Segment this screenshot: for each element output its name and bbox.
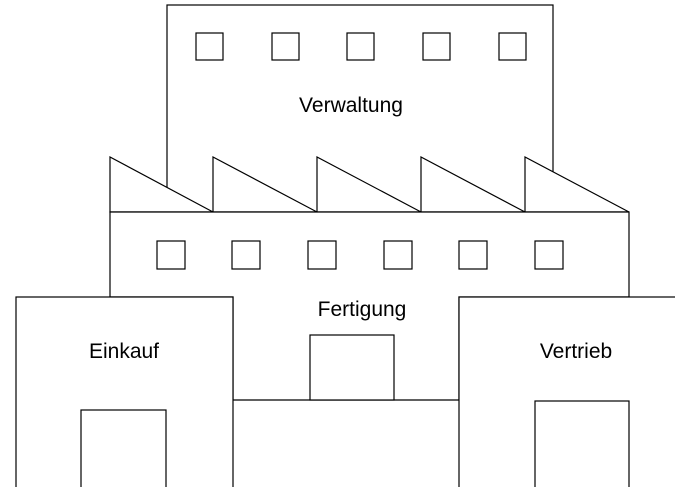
roof-tooth: [524, 156, 630, 213]
production-window: [307, 240, 337, 270]
purchasing-door: [80, 409, 167, 487]
admin-window: [195, 32, 224, 61]
production-windows: [156, 240, 564, 270]
admin-label: Verwaltung: [299, 94, 403, 117]
production-label: Fertigung: [318, 298, 407, 321]
production-window: [383, 240, 413, 270]
sales-label: Vertrieb: [540, 340, 612, 363]
admin-window: [422, 32, 451, 61]
purchasing-label: Einkauf: [89, 340, 159, 363]
production-window: [231, 240, 261, 270]
admin-window: [498, 32, 527, 61]
admin-window: [271, 32, 300, 61]
sawtooth-roof: [109, 155, 630, 213]
purchasing-building: [15, 296, 234, 487]
sales-building: [458, 296, 675, 487]
production-window: [156, 240, 186, 270]
admin-window: [346, 32, 375, 61]
production-door: [309, 334, 395, 401]
sales-door: [534, 400, 630, 487]
production-window: [534, 240, 564, 270]
production-window: [458, 240, 488, 270]
